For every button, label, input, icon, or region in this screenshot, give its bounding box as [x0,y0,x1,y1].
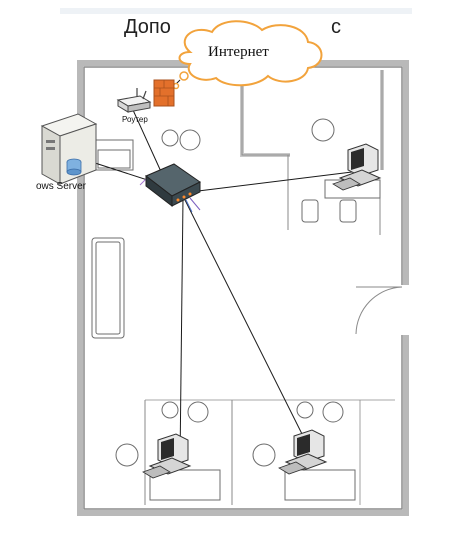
internet-cloud [172,20,323,90]
office-walls [77,60,411,516]
router-label: Роутер [122,115,148,124]
network-cables [94,79,353,463]
diagram-title-left: Допо [124,16,171,38]
server-label: ows Server [36,181,87,192]
cable-router-to-switch [132,109,164,177]
cable-switch-to-pc-bottom-right [183,197,306,441]
cable-switch-to-pc-bottom-left [179,197,184,463]
header-band [60,8,412,14]
internet-cloud-label: Интернет [208,44,269,60]
switch-icon [145,163,201,208]
computer-icon-top-right [332,143,382,191]
cable-switch-to-pc-top-right [189,171,353,193]
computer-icon-bottom-right [278,429,328,475]
diagram-title-right: с [331,16,341,38]
firewall-icon [153,79,175,107]
router-icon [116,88,152,113]
server-icon [40,113,98,185]
computer-icon-bottom-left [142,433,192,479]
office-furniture [91,118,381,501]
